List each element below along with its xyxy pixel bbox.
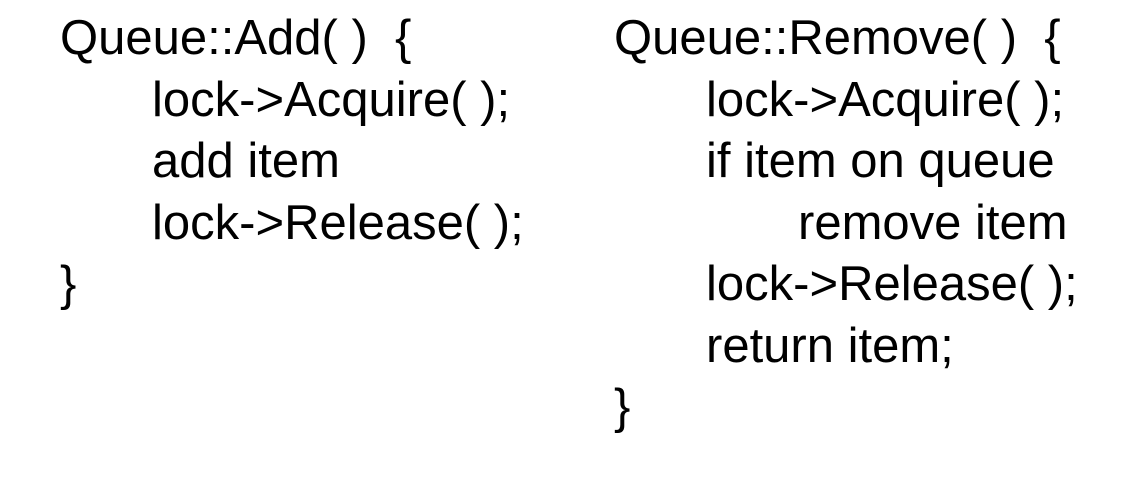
remove-function-signature: Queue::Remove( ) { [614,11,1061,65]
remove-return-line: return item; [706,318,954,373]
add-lock-acquire-line: lock->Acquire( ); [152,72,511,127]
remove-lock-release-line: lock->Release( ); [706,257,1078,311]
add-item-line: add item [152,134,340,188]
add-lock-release-line: lock->Release( ); [152,195,524,250]
add-function-signature: Queue::Add( ) { [60,11,412,65]
remove-lock-acquire-line: lock->Acquire( ); [706,72,1065,127]
remove-if-condition-line: if item on queue [706,134,1055,188]
add-closing-brace: } [60,257,77,311]
remove-closing-brace: } [614,380,631,434]
queue-remove-code-block: Queue::Remove( ) { lock->Acquire( ); if … [614,8,1078,439]
remove-item-line: remove item [798,195,1068,250]
queue-add-code-block: Queue::Add( ) { lock->Acquire( ); add it… [60,8,524,316]
